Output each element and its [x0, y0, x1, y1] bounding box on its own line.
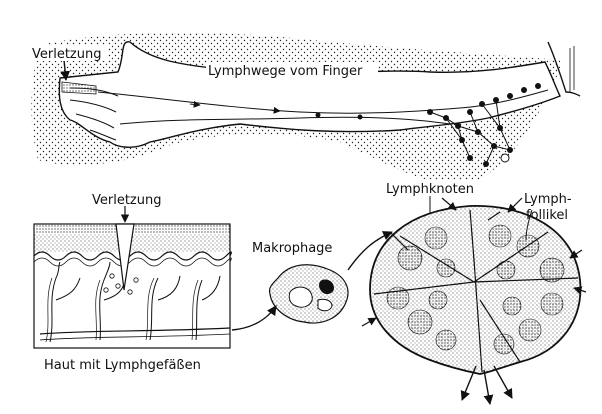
- efferent-vessel-2: [484, 370, 490, 404]
- label-lymph-node: Lymphknoten: [386, 182, 474, 197]
- label-lymph-paths: Lymphwege vom Finger: [208, 64, 363, 79]
- torso-hatch: [570, 46, 574, 92]
- label-injury-finger: Verletzung: [32, 47, 102, 62]
- afferent-vessel-5: [362, 318, 376, 326]
- macrophage-cell: [269, 265, 348, 323]
- axillary-node-open: [501, 154, 509, 162]
- label-injury-skin: Verletzung: [92, 193, 162, 208]
- label-follicle-line1: Lymph-: [524, 192, 572, 207]
- label-skin-caption: Haut mit Lymphgefäßen: [44, 358, 201, 373]
- skin-illustration: [34, 206, 231, 348]
- macrophage-nucleus: [289, 287, 312, 307]
- arrow-skin-to-macrophage: [232, 306, 276, 330]
- arm-illustration: [31, 33, 580, 186]
- label-follicle-line2: follikel: [526, 208, 568, 223]
- lymph-node-illustration: [362, 196, 586, 404]
- efferent-vessel-3: [494, 366, 512, 398]
- macrophage-inclusion-2: [318, 299, 332, 311]
- label-macrophage: Makrophage: [252, 241, 332, 256]
